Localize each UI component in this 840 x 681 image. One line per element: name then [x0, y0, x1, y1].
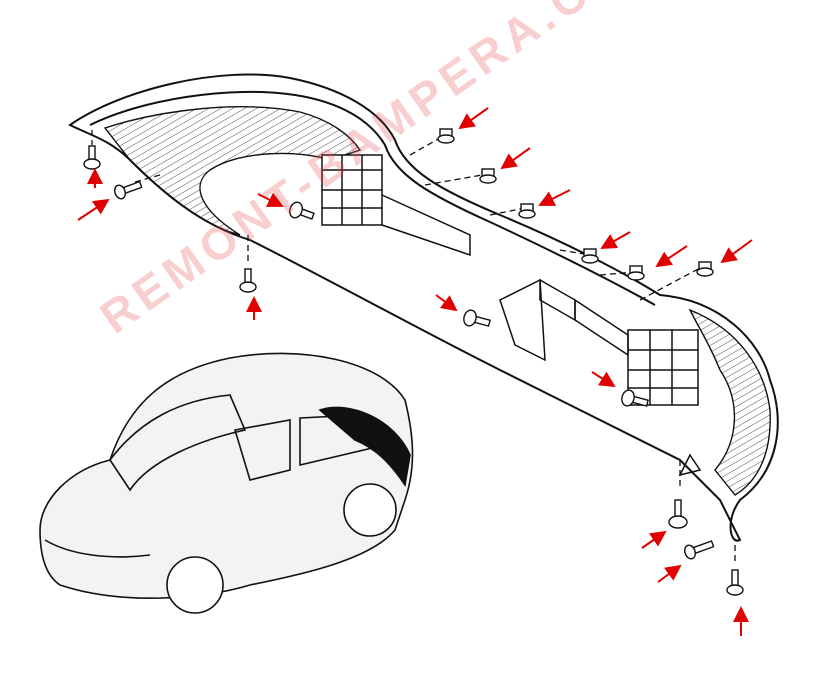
bolt-left-bottom [239, 268, 257, 293]
car-windshield [109, 394, 247, 492]
clip-top-3 [518, 203, 536, 219]
arrow-top-clip-3 [538, 189, 571, 206]
clip-top-1 [437, 128, 455, 144]
car-rear-bumper-highlight [318, 406, 411, 488]
arrow-top-clip-2 [500, 147, 531, 170]
arrow-right-side-screw [657, 564, 682, 583]
clip-top-5 [627, 265, 645, 281]
bolt-left-top [83, 145, 101, 170]
left-bracket [321, 154, 471, 257]
right-bracket [539, 278, 699, 406]
bolt-right-bottom [668, 499, 688, 529]
clip-top-6 [696, 261, 714, 277]
center-reinforcement [499, 278, 546, 362]
fasteners [83, 128, 744, 596]
car-rear-wheel [343, 483, 397, 537]
arrow-top-clip-5 [655, 245, 688, 268]
screw-right-side [684, 540, 715, 560]
bumper-upper-lip [89, 90, 656, 306]
bolt-right-lower [726, 569, 744, 596]
fastener-arrows [77, 107, 753, 636]
bumper-right-hatched-end [688, 308, 771, 496]
car-grille [44, 539, 151, 558]
arrow-center-bolt [435, 294, 458, 312]
arrow-left-side-screw [77, 198, 110, 221]
clip-top-4 [581, 248, 599, 264]
car-body [39, 352, 414, 599]
bolt-right-bracket [621, 389, 649, 407]
car-front-wheel [166, 556, 224, 614]
arrow-top-clip-6 [720, 239, 753, 264]
arrow-top-clip-1 [458, 107, 489, 130]
screw-left-side [114, 180, 143, 200]
bolt-center [463, 309, 491, 327]
clip-top-2 [479, 168, 497, 184]
right-lower-tab [678, 453, 702, 477]
rear-bumper [68, 73, 779, 542]
bumper-hatched-face [103, 106, 362, 236]
bumper-outer-shell [68, 73, 779, 542]
bolt-inner-left [289, 201, 315, 220]
car-illustration [39, 352, 414, 614]
car-side-window-front [233, 419, 291, 481]
fastener-guides [91, 130, 736, 565]
arrow-right-bottom-bolt [641, 530, 667, 549]
arrow-inner-bracket-bolt-left [257, 192, 284, 207]
arrow-right-bracket-bolt [591, 371, 616, 388]
arrow-top-clip-4 [600, 231, 631, 249]
